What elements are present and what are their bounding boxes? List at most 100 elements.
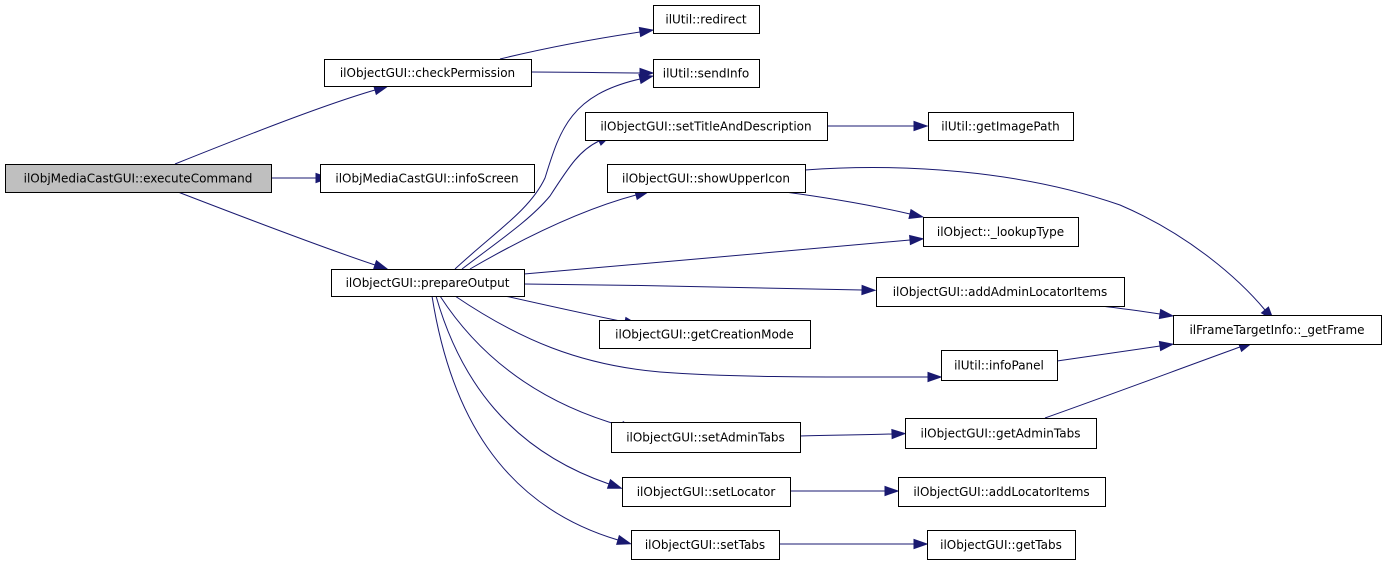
- node-addLocatorItems[interactable]: ilObjectGUI::addLocatorItems: [898, 477, 1106, 507]
- node-box: [622, 477, 791, 507]
- node-box: [941, 350, 1058, 381]
- arrowhead: [1158, 340, 1175, 352]
- node-label: ilObjectGUI::addAdminLocatorItems: [893, 285, 1108, 299]
- node-lookupType[interactable]: ilObject::_lookupType: [923, 217, 1079, 247]
- node-showUpperIcon[interactable]: ilObjectGUI::showUpperIcon: [607, 164, 806, 193]
- arrowhead: [372, 259, 389, 270]
- arrowhead: [638, 26, 655, 38]
- edge-line: [504, 295, 626, 323]
- edge-line: [499, 31, 641, 60]
- node-box: [585, 112, 828, 141]
- edge-line: [784, 191, 911, 215]
- node-getAdminTabs[interactable]: ilObjectGUI::getAdminTabs: [905, 418, 1097, 449]
- node-infoScreen[interactable]: ilObjMediaCastGUI::infoScreen: [320, 164, 535, 193]
- edge-line: [523, 239, 911, 275]
- node-redirect[interactable]: ilUtil::redirect: [653, 5, 760, 34]
- node-label: ilObjMediaCastGUI::executeCommand: [24, 172, 253, 186]
- node-getCreationMode[interactable]: ilObjectGUI::getCreationMode: [599, 320, 811, 349]
- edge-line: [530, 71, 641, 74]
- edge-line: [454, 295, 929, 378]
- node-box: [1173, 315, 1382, 345]
- edge-line: [174, 89, 376, 165]
- arrowhead: [638, 74, 655, 85]
- node-infoPanel[interactable]: ilUtil::infoPanel: [941, 350, 1058, 381]
- arrowhead: [861, 284, 877, 296]
- edge-showUpperIcon-to-lookupType: [784, 191, 925, 219]
- node-sendInfo[interactable]: ilUtil::sendInfo: [653, 59, 760, 88]
- node-box: [631, 530, 780, 560]
- edge-line: [461, 140, 600, 270]
- node-box: [324, 59, 532, 87]
- arrowhead: [909, 234, 925, 246]
- node-executeCommand[interactable]: ilObjMediaCastGUI::executeCommand: [5, 164, 272, 193]
- arrowhead: [913, 538, 929, 550]
- edge-setLocator-to-addLocatorItems: [790, 485, 900, 497]
- node-box: [898, 477, 1106, 507]
- edge-prepareOutput-to-infoPanel: [454, 295, 943, 383]
- edge-getAdminTabs-to-getFrame: [1044, 342, 1254, 419]
- node-getTabs[interactable]: ilObjectGUI::getTabs: [927, 530, 1076, 560]
- edge-checkPermission-to-redirect: [499, 26, 655, 60]
- edge-prepareOutput-to-setAdminTabs: [439, 295, 636, 431]
- edge-line: [799, 433, 893, 437]
- node-box: [320, 164, 535, 193]
- arrowhead: [616, 534, 632, 545]
- root-node-box: [5, 164, 272, 193]
- edge-addAdminLocatorItems-to-getFrame: [1099, 305, 1175, 320]
- node-setAdminTabs[interactable]: ilObjectGUI::setAdminTabs: [611, 422, 801, 453]
- node-label: ilUtil::getImagePath: [941, 120, 1060, 134]
- node-label: ilObjectGUI::getCreationMode: [615, 328, 794, 342]
- node-box: [927, 530, 1076, 560]
- edge-checkPermission-to-sendInfo: [530, 67, 655, 79]
- edge-prepareOutput-to-setTitleAndDescription: [461, 134, 613, 270]
- node-label: ilObjectGUI::prepareOutput: [346, 276, 510, 290]
- edges-layer: [174, 26, 1275, 550]
- edge-prepareOutput-to-showUpperIcon: [469, 190, 651, 270]
- node-checkPermission[interactable]: ilObjectGUI::checkPermission: [324, 59, 532, 87]
- edge-prepareOutput-to-setTabs: [431, 295, 632, 545]
- node-box: [653, 59, 760, 88]
- node-label: ilObjectGUI::setTitleAndDescription: [600, 120, 811, 134]
- node-label: ilUtil::redirect: [665, 13, 747, 27]
- arrowhead: [913, 120, 929, 132]
- edge-line: [469, 194, 637, 270]
- edge-prepareOutput-to-addAdminLocatorItems: [523, 283, 877, 296]
- node-label: ilObjectGUI::showUpperIcon: [622, 172, 790, 186]
- node-label: ilFrameTargetInfo::_getFrame: [1189, 323, 1364, 337]
- edge-line: [1056, 345, 1161, 362]
- node-getImagePath[interactable]: ilUtil::getImagePath: [928, 112, 1074, 141]
- node-box: [653, 5, 760, 34]
- node-label: ilObjectGUI::setTabs: [645, 538, 765, 552]
- arrowhead: [891, 428, 907, 440]
- node-box: [607, 164, 806, 193]
- edge-executeCommand-to-prepareOutput: [177, 191, 389, 270]
- node-box: [331, 269, 525, 297]
- arrowhead: [606, 478, 623, 489]
- node-setLocator[interactable]: ilObjectGUI::setLocator: [622, 477, 791, 507]
- node-label: ilObjectGUI::addLocatorItems: [913, 485, 1089, 499]
- node-label: ilObjMediaCastGUI::infoScreen: [335, 172, 518, 186]
- edge-prepareOutput-to-lookupType: [523, 234, 925, 275]
- node-getFrame[interactable]: ilFrameTargetInfo::_getFrame: [1173, 315, 1382, 345]
- edge-prepareOutput-to-sendInfo: [454, 74, 655, 270]
- node-label: ilObjectGUI::setAdminTabs: [626, 431, 785, 445]
- node-addAdminLocatorItems[interactable]: ilObjectGUI::addAdminLocatorItems: [876, 277, 1125, 307]
- node-setTabs[interactable]: ilObjectGUI::setTabs: [631, 530, 780, 560]
- node-label: ilUtil::sendInfo: [663, 67, 749, 81]
- edge-line: [1099, 305, 1161, 315]
- node-label: ilObjectGUI::getAdminTabs: [921, 427, 1081, 441]
- node-setTitleAndDescription[interactable]: ilObjectGUI::setTitleAndDescription: [585, 112, 828, 141]
- node-box: [923, 217, 1079, 247]
- edge-setTitleAndDescription-to-getImagePath: [827, 120, 929, 132]
- node-prepareOutput[interactable]: ilObjectGUI::prepareOutput: [331, 269, 525, 297]
- node-box: [599, 320, 811, 349]
- edge-infoPanel-to-getFrame: [1056, 340, 1175, 362]
- arrowhead: [1158, 308, 1175, 320]
- edge-line: [439, 295, 623, 427]
- node-box: [905, 418, 1097, 449]
- node-label: ilUtil::infoPanel: [954, 359, 1044, 373]
- edge-line: [435, 295, 610, 485]
- edge-line: [177, 191, 376, 266]
- edge-line: [454, 78, 641, 270]
